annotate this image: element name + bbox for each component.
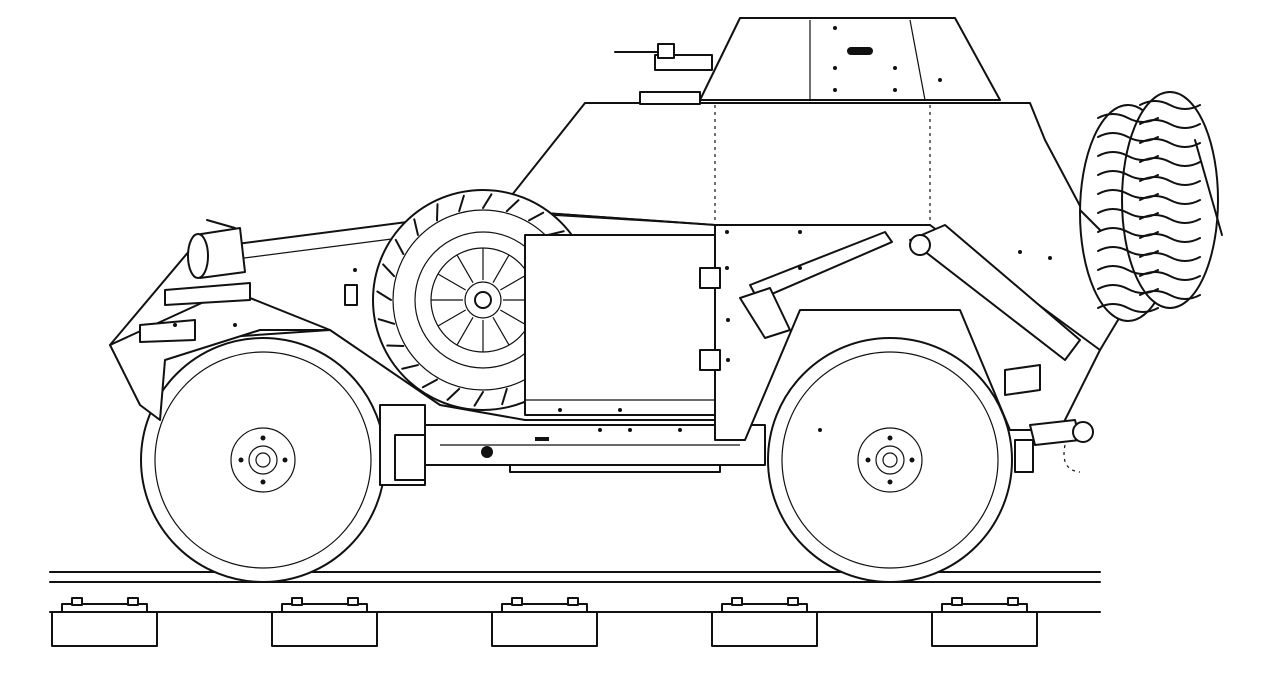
sleeper: [711, 597, 818, 647]
door-hinge-lower: [699, 349, 721, 371]
rivets: [173, 230, 1052, 432]
sleeper: [51, 597, 158, 647]
door-hinge-upper: [699, 267, 721, 289]
vision-slit: [847, 47, 873, 55]
side-door: [524, 234, 721, 416]
front-wheel: [140, 337, 386, 583]
sleeper: [931, 597, 1038, 647]
rear-wheel: [767, 337, 1013, 583]
turret-body: [699, 17, 1001, 101]
tow-hook: [1014, 419, 1094, 473]
sleeper: [491, 597, 598, 647]
shovel: [909, 224, 1081, 361]
pioneer-tools: [739, 224, 1081, 396]
axe-head: [739, 287, 791, 339]
rail-track: [49, 571, 1101, 647]
tire-tread: [1139, 100, 1201, 300]
front-fittings: [139, 219, 358, 343]
rear-spare-wheels: [1079, 91, 1223, 322]
sleepers: [51, 597, 1038, 647]
turret: [614, 17, 1001, 105]
tail-lamp: [1004, 364, 1041, 396]
sleeper: [271, 597, 378, 647]
chassis: [379, 404, 766, 486]
door-panel: [524, 234, 716, 416]
